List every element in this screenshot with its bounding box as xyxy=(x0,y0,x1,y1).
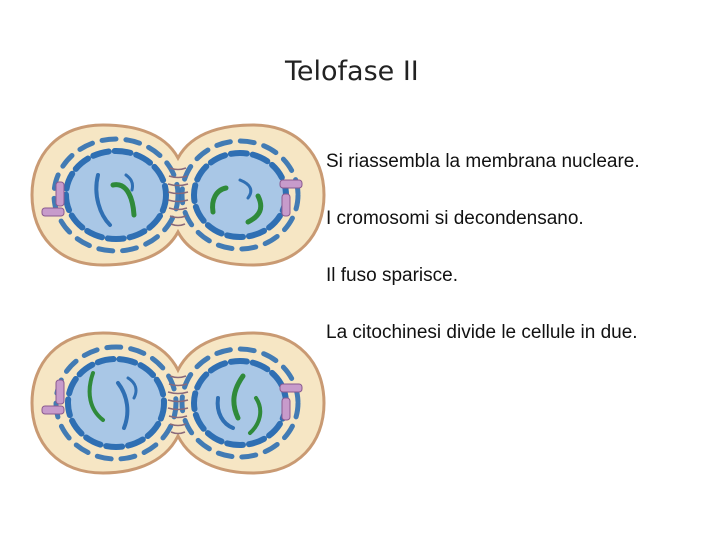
chromosome xyxy=(110,182,137,218)
centriole-left xyxy=(41,181,65,217)
chromosome xyxy=(215,396,235,430)
chromosome xyxy=(231,373,246,421)
nucleus-right xyxy=(179,138,301,252)
centriole-right xyxy=(279,179,303,217)
chromosome xyxy=(116,381,130,430)
centriole-left xyxy=(41,379,65,415)
telophase-cell-bottom xyxy=(28,328,328,478)
bullet-list: Si riassembla la membrana nucleare. I cr… xyxy=(326,150,711,378)
bullet-item: Si riassembla la membrana nucleare. xyxy=(326,151,640,172)
cleavage-fibers xyxy=(167,375,189,435)
chromosome xyxy=(210,185,229,215)
telophase-cell-top xyxy=(28,120,328,270)
nucleus-left xyxy=(51,136,181,254)
chromosome xyxy=(245,193,264,225)
chromosome xyxy=(126,376,138,400)
chromosome xyxy=(248,396,263,435)
nucleus-right xyxy=(179,346,301,460)
bullet-item: Il fuso sparisce. xyxy=(326,265,458,286)
chromosome xyxy=(238,178,253,200)
bullet-item: La citochinesi divide le cellule in due. xyxy=(326,322,638,343)
cleavage-fibers xyxy=(167,167,189,227)
chromosome xyxy=(94,173,112,227)
slide-title: Telofase II xyxy=(285,56,419,87)
chromosome xyxy=(124,173,134,192)
centriole-right xyxy=(279,383,303,421)
chromosome xyxy=(87,371,105,422)
nucleus-left xyxy=(53,344,179,462)
bullet-item: I cromosomi si decondensano. xyxy=(326,208,584,229)
